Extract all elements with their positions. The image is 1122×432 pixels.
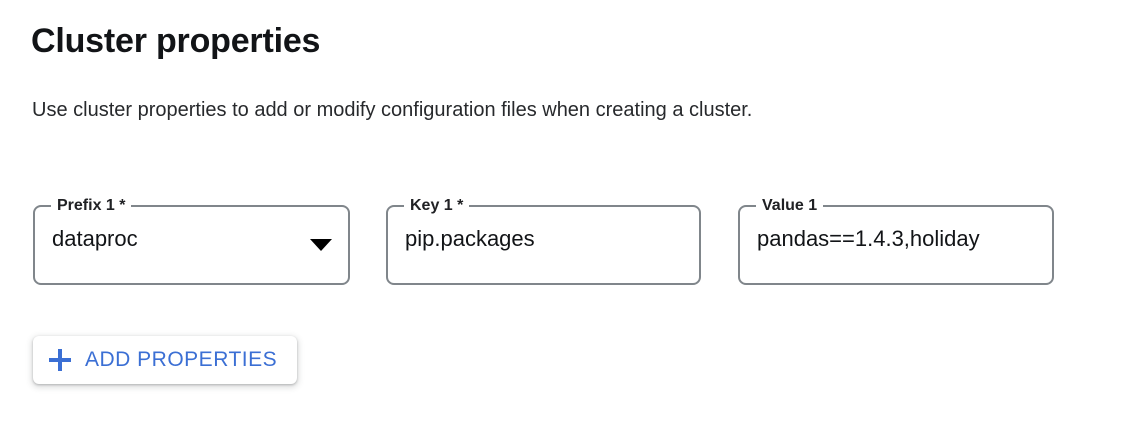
page-description: Use cluster properties to add or modify …	[32, 99, 753, 121]
key-value: pip.packages	[405, 226, 535, 251]
add-properties-button[interactable]: ADD PROPERTIES	[33, 336, 298, 384]
key-input[interactable]: Key 1 * pip.packages	[386, 196, 701, 285]
prefix-select[interactable]: Prefix 1 * dataproc	[33, 196, 350, 285]
chevron-down-icon[interactable]	[310, 239, 332, 251]
value-input[interactable]: Value 1 pandas==1.4.3,holiday	[738, 196, 1054, 285]
page-title: Cluster properties	[31, 22, 321, 60]
value-value: pandas==1.4.3,holiday	[757, 226, 980, 251]
add-properties-label: ADD PROPERTIES	[85, 348, 278, 371]
prefix-label: Prefix 1 *	[51, 196, 132, 216]
key-label: Key 1 *	[404, 196, 470, 216]
value-label: Value 1	[756, 196, 824, 216]
plus-icon	[49, 349, 71, 371]
prefix-value: dataproc	[52, 226, 138, 251]
